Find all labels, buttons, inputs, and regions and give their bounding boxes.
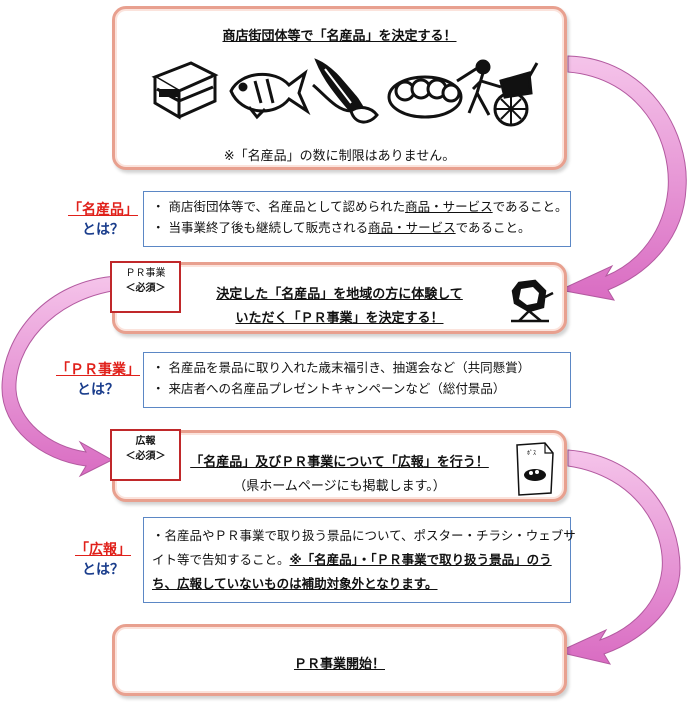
tag-pr-required-label: ＜必須＞ bbox=[125, 283, 166, 294]
info-koho-line-2: イト等で告知すること。※「名産品」・「ＰＲ事業で取り扱う景品」のう bbox=[152, 552, 552, 567]
question-toha-2: とは？ bbox=[77, 382, 119, 398]
step3-title: 「名産品」及びＰＲ事業について「広報」を行う！ bbox=[190, 455, 489, 470]
step2-title-line-2: いただく「ＰＲ事業」を決定する！ bbox=[235, 311, 444, 326]
tag-koho-required: 広報 ＜必須＞ bbox=[110, 429, 181, 481]
tag-pr-required: ＰＲ事業 ＜必須＞ bbox=[110, 261, 181, 313]
corn-icon bbox=[312, 58, 379, 124]
step-pr-start: ＰＲ事業開始！ bbox=[112, 624, 567, 696]
svg-text:ﾎﾟｽ: ﾎﾟｽ bbox=[527, 450, 536, 457]
question-term-meisanhin: 「名産品」 bbox=[68, 202, 138, 218]
tag-pr-label: ＰＲ事業 bbox=[125, 268, 166, 279]
question-term-koho: 「広報」 bbox=[75, 542, 131, 558]
info-pr-line-2: ・ 来店者への名産品プレゼントキャンペーンなど（総付景品） bbox=[152, 381, 506, 396]
step3-note: （県ホームページにも掲載します。） bbox=[233, 479, 446, 494]
info-meisanhin-line-2: ・ 当事業終了後も継続して販売される商品・サービスであること。 bbox=[152, 220, 531, 235]
step2-title-line-1: 決定した「名産品」を地域の方に体験して bbox=[216, 287, 463, 302]
tag-koho-required-label: ＜必須＞ bbox=[125, 451, 166, 462]
info-pr-jigyo: ・ 名産品を景品に取り入れた歳末福引き、抽選会など（共同懸賞） ・ 来店者への名… bbox=[143, 352, 571, 408]
flow-arrow-3 bbox=[556, 449, 681, 665]
step1-note: ※「名産品」の数に制限はありません。 bbox=[223, 149, 456, 164]
flow-arrow-1 bbox=[558, 55, 687, 301]
poster-icon: ﾎﾟｽ bbox=[516, 442, 554, 496]
info-koho-line-1: ・名産品やＰＲ事業で取り扱う景品について、ポスター・チラシ・ウェブサ bbox=[152, 528, 576, 543]
rickshaw-icon bbox=[467, 59, 539, 127]
info-meisanhin: ・ 商店街団体等で、名産品として認められた商品・サービスであること。 ・ 当事業… bbox=[143, 191, 571, 247]
info-pr-line-1: ・ 名産品を景品に取り入れた歳末福引き、抽選会など（共同懸賞） bbox=[152, 360, 531, 375]
question-koho: 「広報」 とは？ bbox=[58, 540, 148, 580]
question-meisanhin: 「名産品」 とは？ bbox=[58, 200, 148, 240]
question-pr-jigyo: 「ＰＲ事業」 とは？ bbox=[48, 360, 148, 400]
senbei-icon bbox=[151, 61, 219, 120]
lottery-drum-icon bbox=[511, 279, 554, 323]
info-koho: ・名産品やＰＲ事業で取り扱う景品について、ポスター・チラシ・ウェブサ イト等で告… bbox=[143, 517, 576, 603]
step-koho: 「名産品」及びＰＲ事業について「広報」を行う！ （県ホームページにも掲載します。… bbox=[112, 430, 567, 502]
taiyaki-fish-icon bbox=[229, 69, 311, 120]
question-toha-1: とは？ bbox=[82, 222, 124, 238]
dango-icon bbox=[387, 65, 480, 119]
step1-illustrations bbox=[151, 58, 539, 127]
step-decide-pr-jigyo: 決定した「名産品」を地域の方に体験して いただく「ＰＲ事業」を決定する！ bbox=[112, 262, 567, 334]
step4-title: ＰＲ事業開始！ bbox=[293, 657, 385, 672]
step-decide-meisanhin: 商店街団体等で「名産品」を決定する！ bbox=[112, 6, 567, 170]
question-toha-3: とは？ bbox=[82, 562, 124, 578]
info-koho-line-3: ち、広報していないものは補助対象外となります。 bbox=[152, 576, 438, 591]
question-term-pr: 「ＰＲ事業」 bbox=[56, 362, 140, 378]
step1-title: 商店街団体等で「名産品」を決定する！ bbox=[222, 29, 457, 44]
flow-arrow-2 bbox=[1, 275, 119, 478]
tag-koho-label: 広報 bbox=[135, 436, 156, 447]
info-meisanhin-line-1: ・ 商店街団体等で、名産品として認められた商品・サービスであること。 bbox=[152, 199, 568, 214]
